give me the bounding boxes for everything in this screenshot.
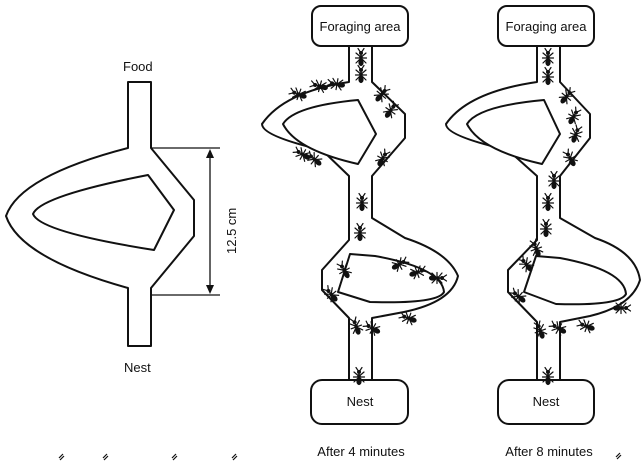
scan-marks [58, 452, 622, 461]
nest-label: Nest [347, 394, 374, 409]
lower-island [337, 253, 445, 304]
ant-icon [575, 317, 598, 335]
dimension-marker: 12.5 cm [152, 147, 239, 296]
caption: After 8 minutes [505, 444, 593, 459]
nest-label: Nest [533, 394, 560, 409]
food-label: Food [123, 59, 153, 74]
measurement-label: 12.5 cm [224, 208, 239, 254]
bridge-diagram-right: Foraging area Nest After 8 minutes [445, 5, 641, 459]
lower-island [523, 255, 627, 306]
foraging-area-label: Foraging area [320, 19, 402, 34]
ant-icon [397, 309, 420, 327]
upper-island [466, 99, 561, 165]
upper-island [282, 99, 377, 165]
nest-label: Nest [124, 360, 151, 375]
bridge-diagram-left: Food Nest 12.5 cm [5, 59, 239, 375]
bridge-inner-island [32, 174, 175, 251]
foraging-area-label: Foraging area [506, 19, 588, 34]
bridge-diagram-middle: Foraging area Nest After 4 minutes [261, 5, 459, 459]
caption: After 4 minutes [317, 444, 405, 459]
